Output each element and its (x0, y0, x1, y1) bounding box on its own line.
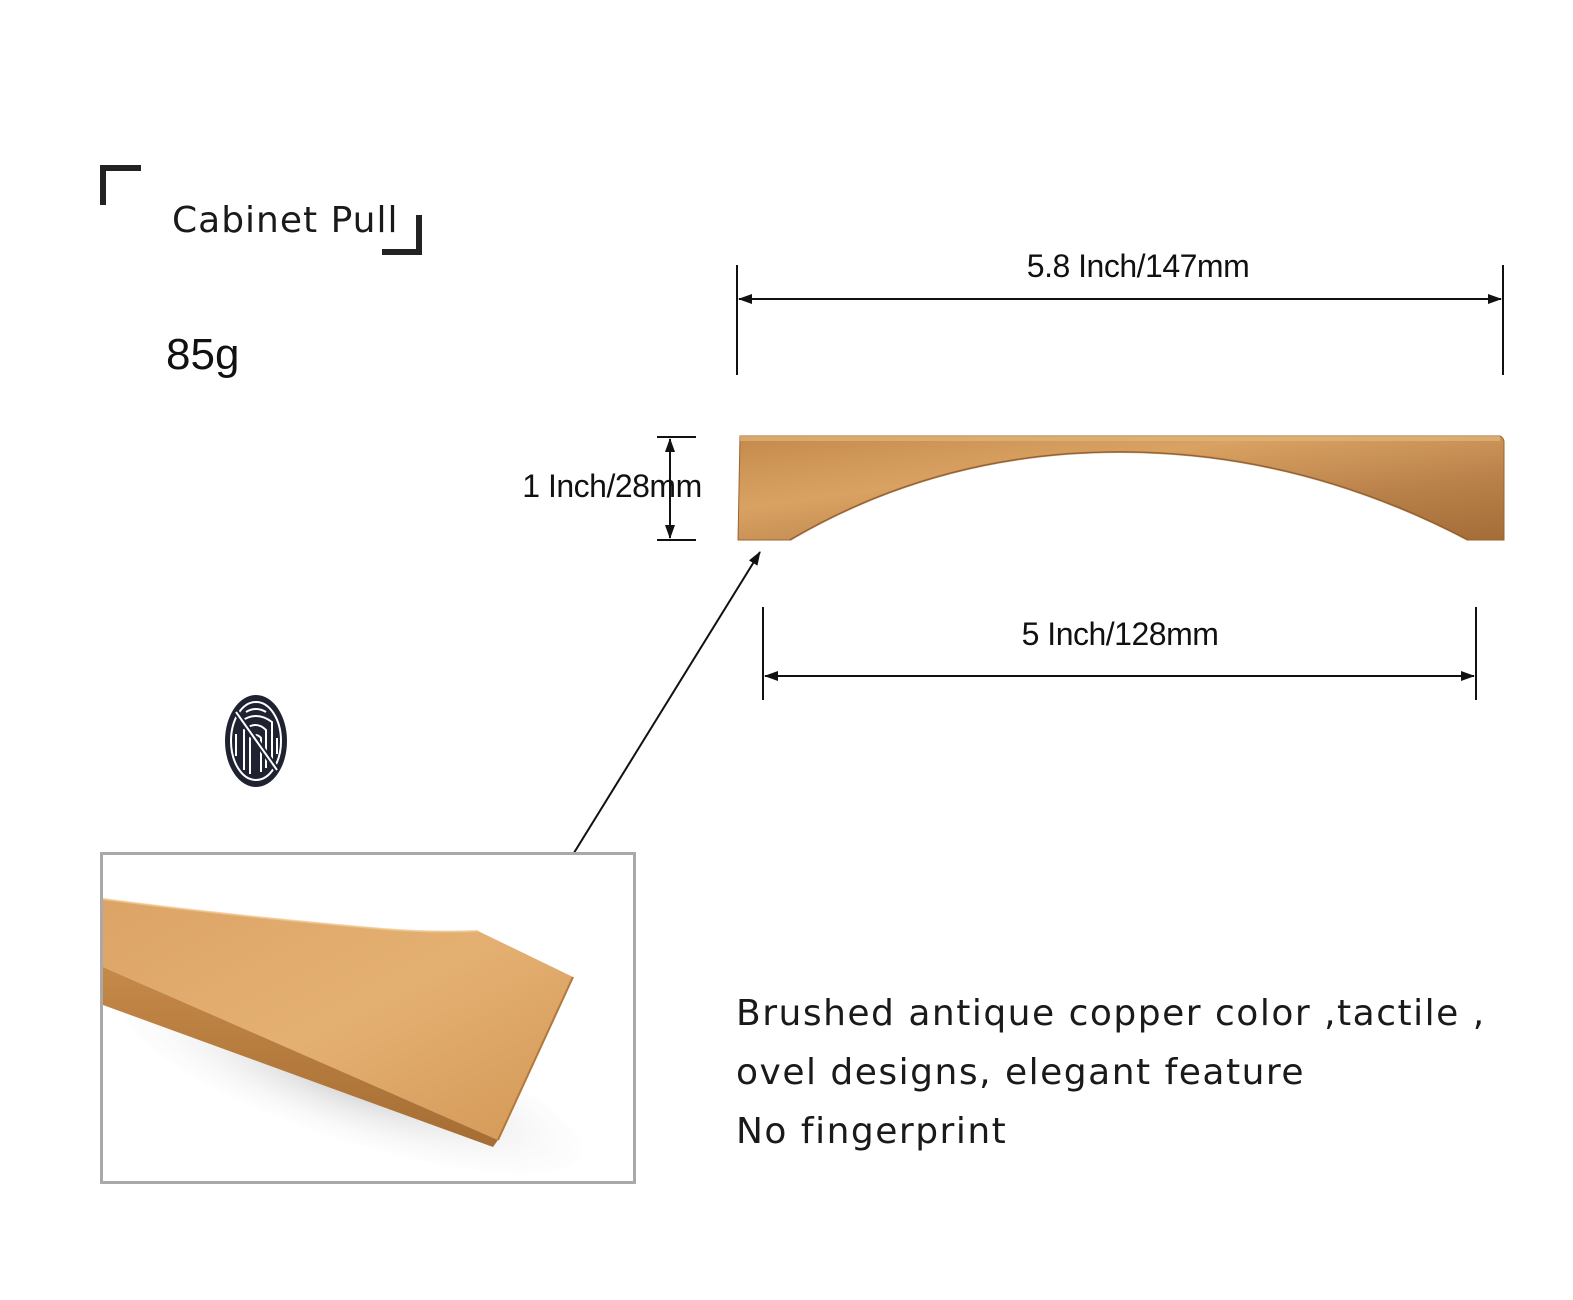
hole-center-label: 5 Inch/128mm (1021, 616, 1219, 652)
product-title: Cabinet Pull (172, 200, 399, 241)
overall-length-label: 5.8 Inch/147mm (1026, 248, 1250, 284)
product-description: Brushed antique copper color ,tactile , … (736, 984, 1486, 1161)
height-label: 1 Inch/28mm (522, 468, 702, 504)
description-line: Brushed antique copper color ,tactile , (736, 993, 1486, 1034)
hole-center-dimension (762, 607, 1477, 700)
title-bracket-top-left (100, 165, 141, 205)
description-line: ovel designs, elegant feature (736, 1052, 1306, 1093)
zoom-pointer-line (550, 551, 761, 891)
description-line: No fingerprint (736, 1111, 1008, 1152)
no-fingerprint-icon (225, 695, 287, 787)
handle-end-closeup (103, 898, 583, 1174)
height-dimension (657, 436, 696, 541)
product-weight: 85g (166, 330, 240, 379)
cabinet-pull-handle (737, 435, 1505, 541)
detail-zoom-frame (100, 852, 636, 1184)
overall-length-dimension (736, 265, 1504, 375)
title-bracket-bottom-right (382, 215, 422, 255)
